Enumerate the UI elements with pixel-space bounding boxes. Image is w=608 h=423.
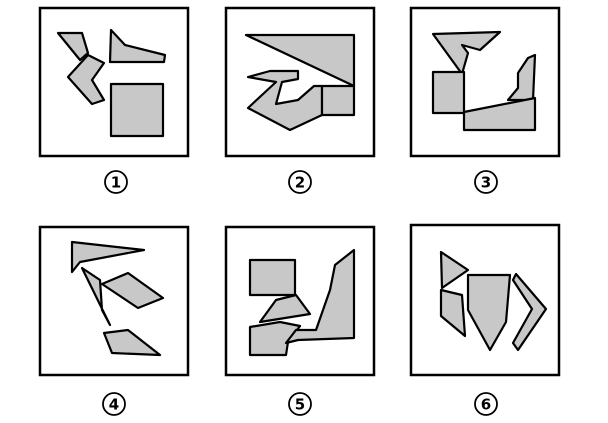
panel-5-shape — [284, 248, 356, 345]
panel-6-shape — [439, 250, 470, 290]
panel-4-number: 4 — [102, 392, 126, 416]
panel-4-shape — [100, 271, 165, 310]
panel-2-shape — [320, 84, 356, 117]
panel-4-shape — [70, 240, 146, 274]
svg-text:2: 2 — [295, 174, 305, 192]
panel-1-shape — [109, 82, 165, 138]
panel-5-shape — [258, 293, 312, 324]
svg-text:6: 6 — [481, 396, 491, 414]
panel-2 — [224, 6, 376, 158]
panel-6-shape — [439, 288, 467, 338]
panel-1 — [38, 6, 190, 158]
panel-6-shape — [466, 273, 512, 352]
panel-6 — [409, 223, 561, 377]
panel-1-shape — [66, 53, 106, 106]
svg-text:1: 1 — [111, 174, 121, 192]
panel-3-shape — [431, 70, 466, 115]
panel-4 — [38, 225, 190, 377]
panel-1-shape — [108, 28, 167, 64]
panel-6-number: 6 — [474, 392, 498, 416]
panel-2-shape — [244, 33, 356, 88]
panel-2-shape — [246, 69, 324, 132]
svg-text:4: 4 — [109, 396, 119, 414]
panel-3-shape — [462, 96, 537, 132]
panel-3 — [409, 6, 561, 158]
panel-3-number: 3 — [474, 170, 498, 194]
svg-text:5: 5 — [295, 396, 305, 414]
panel-5-number: 5 — [288, 392, 312, 416]
svg-text:3: 3 — [481, 174, 491, 192]
panel-1-number: 1 — [104, 170, 128, 194]
panel-1-shape — [56, 31, 90, 62]
panel-2-number: 2 — [288, 170, 312, 194]
panel-5-shape — [248, 258, 297, 297]
panel-4-shape — [102, 328, 162, 357]
panel-4-shape — [80, 266, 112, 327]
panel-6-shape — [511, 272, 548, 352]
panel-5 — [224, 225, 376, 377]
